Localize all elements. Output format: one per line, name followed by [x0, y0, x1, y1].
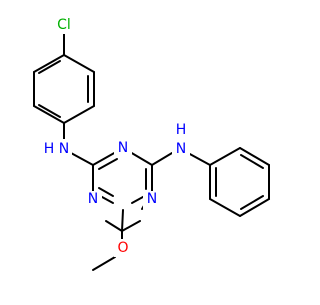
amine-left-h-label: H: [44, 141, 55, 157]
bond: [63, 54, 95, 73]
bond: [92, 151, 117, 166]
bond: [92, 256, 116, 271]
amine-right-h-label: H: [176, 122, 187, 138]
bond: [38, 60, 61, 74]
bond: [33, 54, 65, 73]
bond: [240, 154, 264, 169]
bond: [98, 158, 118, 170]
methoxy-oxygen-label: O: [117, 240, 128, 256]
amine-right-n-label: N: [176, 141, 186, 157]
chlorine-atom-label: Cl: [57, 17, 71, 33]
bond: [209, 198, 241, 217]
bond: [129, 151, 153, 166]
bond: [209, 147, 241, 166]
bond: [240, 195, 264, 210]
bond: [121, 209, 124, 232]
triazine-n-top-label: N: [118, 140, 128, 156]
bond: [239, 198, 270, 217]
bond: [38, 104, 61, 118]
structure-canvas: Cl N H N N H N N O: [33, 16, 270, 271]
bond: [239, 147, 270, 166]
bond: [70, 152, 94, 166]
triazine-n-left-label: N: [88, 191, 98, 207]
bond: [151, 152, 173, 166]
bond: [121, 220, 141, 232]
amine-left-n-label: N: [59, 141, 69, 157]
molecule-structure: Cl N H N N H N N O: [33, 16, 270, 271]
bond: [187, 152, 211, 166]
bond: [63, 105, 95, 124]
atom-label-layer: Cl N H N N H N N O: [44, 16, 190, 257]
bond: [105, 220, 123, 232]
bond: [98, 187, 114, 197]
triazine-n-right-label: N: [147, 191, 157, 207]
bond: [33, 105, 65, 124]
